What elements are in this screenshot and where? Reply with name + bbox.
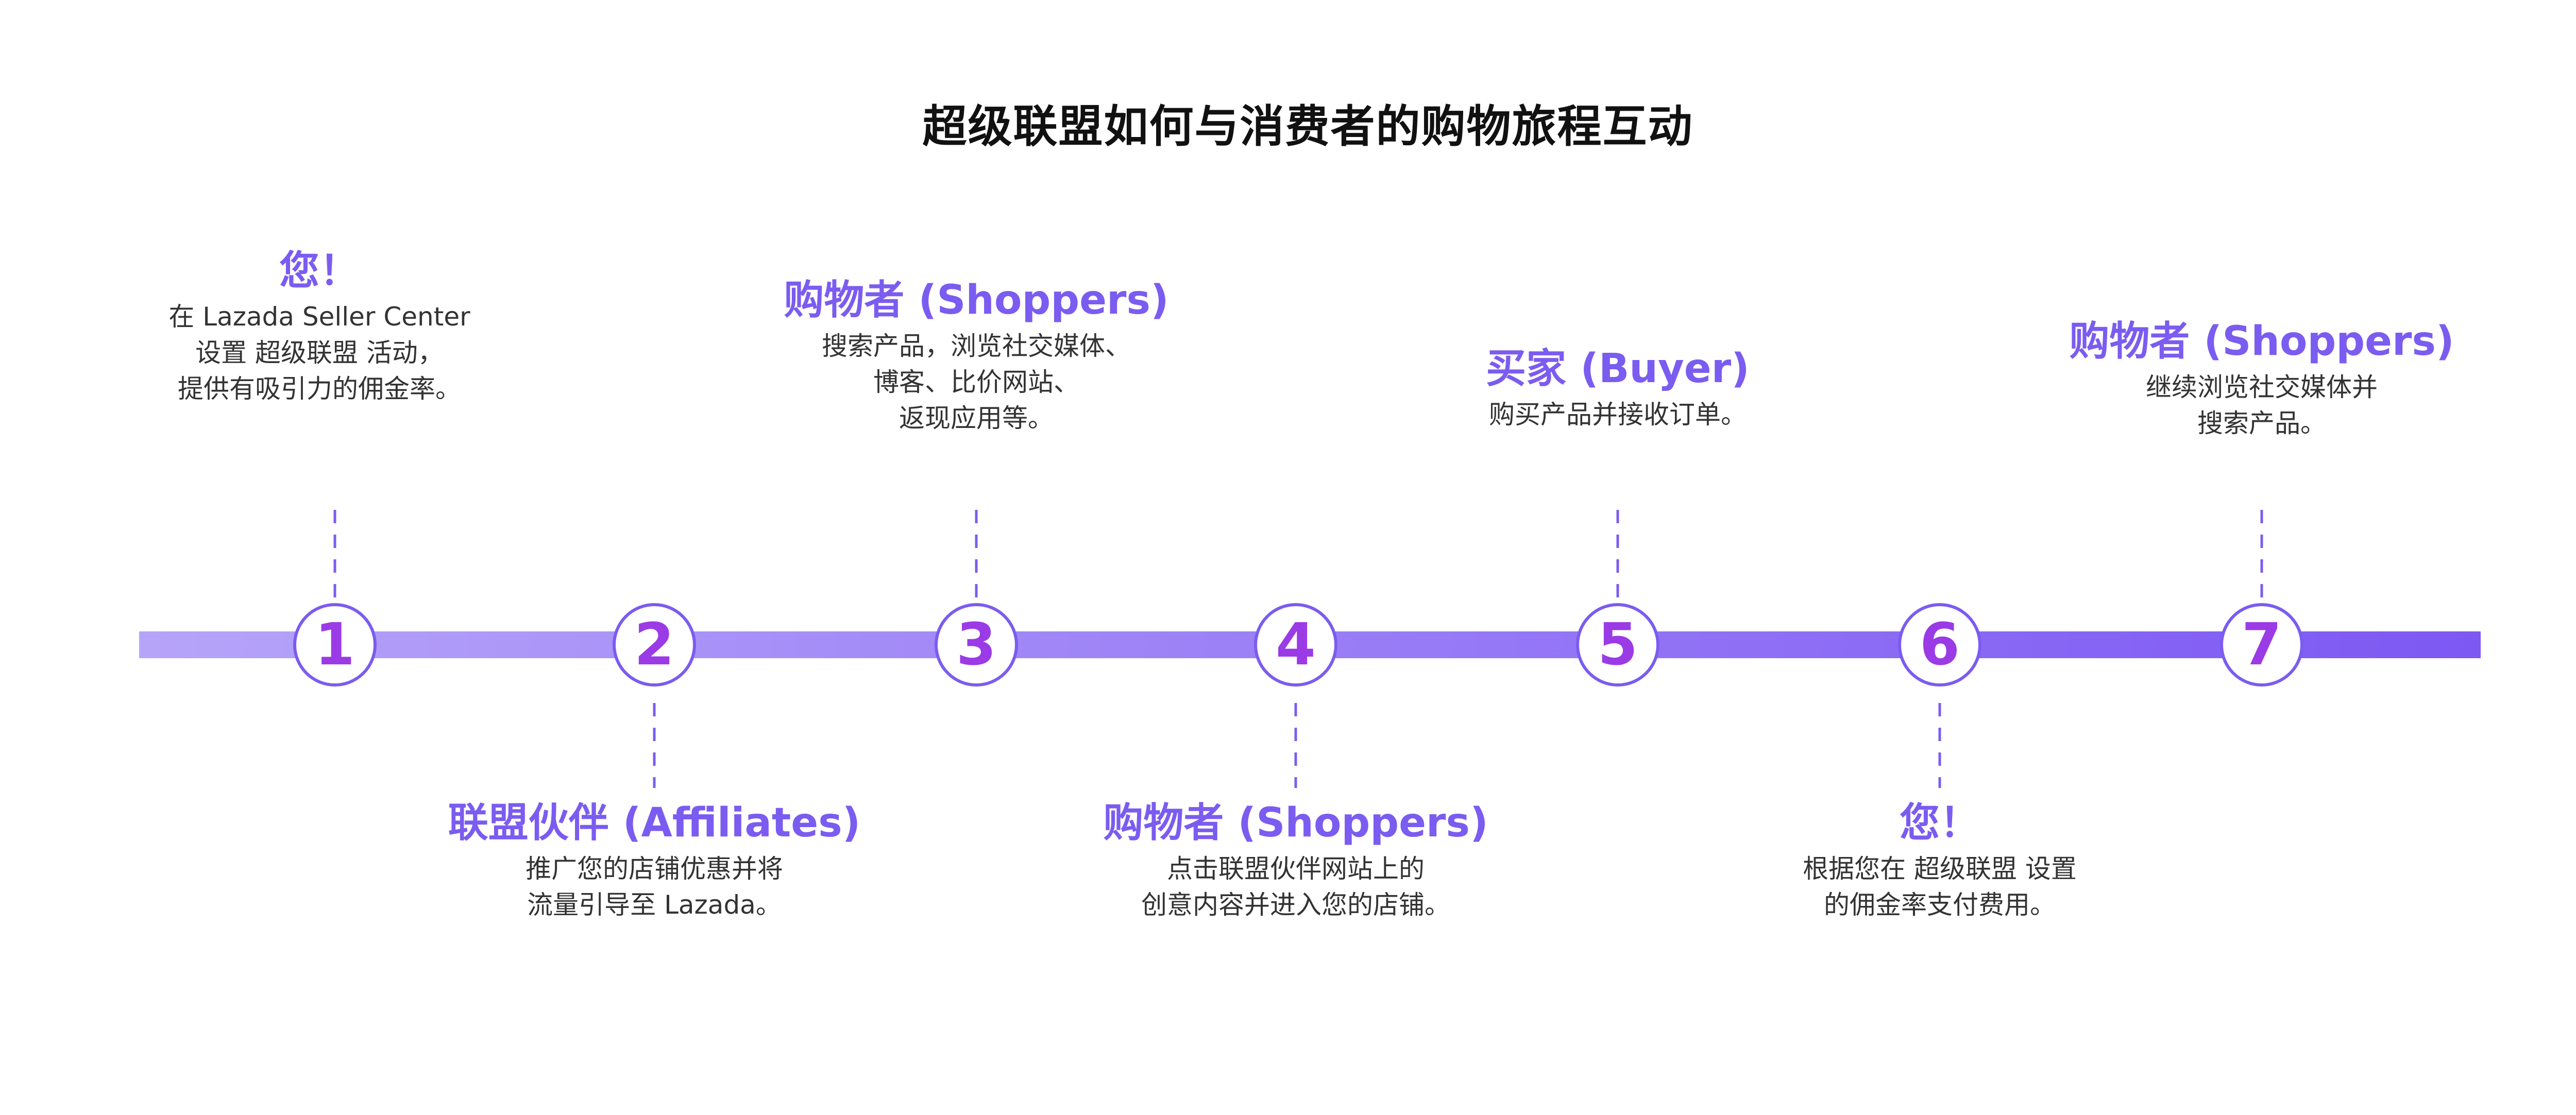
step-7: 7	[2220, 603, 2303, 687]
step-5-circle	[1576, 603, 1659, 687]
step-5-body-line: 购买产品并接收订单。	[1489, 400, 1747, 430]
step-3-circle	[935, 603, 1018, 687]
step-6-text: 您！ 根据您在 超级联盟 设置 的佣金率支付费用。	[1682, 798, 2197, 923]
step-5: 5	[1576, 603, 1659, 687]
step-6-number: 6	[1920, 611, 1960, 678]
step-3-text: 购物者 (Shoppers) 搜索产品，浏览社交媒体、 博客、比价网站、 返现应…	[719, 276, 1234, 436]
step-3-body-line: 返现应用等。	[899, 403, 1054, 433]
step-2-body: 推广您的店铺优惠并将 流量引导至 Lazada。	[397, 851, 912, 923]
step-1: 1	[293, 603, 377, 687]
step-5-text: 买家 (Buyer) 购买产品并接收订单。	[1360, 344, 1875, 433]
step-1-body-line: 设置 超级联盟 活动，	[195, 338, 444, 368]
step-3-body-line: 搜索产品，浏览社交媒体、	[822, 331, 1131, 361]
step-2-circle	[613, 603, 696, 687]
step-6-body: 根据您在 超级联盟 设置 的佣金率支付费用。	[1682, 851, 2197, 923]
page-title: 超级联盟如何与消费者的购物旅程互动	[922, 101, 1693, 152]
step-2: 2	[613, 603, 696, 687]
step-2-body-line: 流量引导至 Lazada。	[527, 890, 782, 920]
step-5-body: 购买产品并接收订单。	[1360, 397, 1875, 433]
step-4-body: 点击联盟伙伴网站上的 创意内容并进入您的店铺。	[1038, 851, 1553, 923]
step-6-heading: 您！	[1899, 800, 1980, 846]
step-1-body-line: 提供有吸引力的佣金率。	[178, 374, 461, 404]
step-6-body-line: 的佣金率支付费用。	[1824, 890, 2056, 920]
step-2-text: 联盟伙伴 (Affiliates) 推广您的店铺优惠并将 流量引导至 Lazad…	[397, 798, 912, 923]
step-6: 6	[1898, 603, 1981, 687]
step-4-heading: 购物者 (Shoppers)	[1103, 800, 1488, 846]
step-7-body-line: 继续浏览社交媒体并	[2146, 372, 2378, 402]
step-3-heading: 购物者 (Shoppers)	[784, 277, 1169, 323]
step-7-circle	[2220, 603, 2303, 687]
step-6-circle	[1898, 603, 1981, 687]
step-7-text: 购物者 (Shoppers) 继续浏览社交媒体并 搜索产品。	[2004, 317, 2519, 441]
step-1-circle	[293, 603, 377, 687]
step-1-body-line: 在 Lazada Seller Center	[168, 302, 470, 332]
step-4-text: 购物者 (Shoppers) 点击联盟伙伴网站上的 创意内容并进入您的店铺。	[1038, 798, 1553, 923]
step-3-body: 搜索产品，浏览社交媒体、 博客、比价网站、 返现应用等。	[719, 328, 1234, 436]
step-3-number: 3	[956, 611, 996, 678]
step-1-heading: 您！	[279, 248, 360, 294]
step-7-heading: 购物者 (Shoppers)	[2069, 318, 2454, 365]
step-1-text: 您！ 在 Lazada Seller Center 设置 超级联盟 活动， 提供…	[62, 246, 577, 407]
step-7-body-line: 搜索产品。	[2197, 408, 2326, 438]
step-2-heading: 联盟伙伴 (Affiliates)	[448, 800, 861, 846]
step-7-number: 7	[2242, 611, 2282, 678]
step-4-body-line: 创意内容并进入您的店铺。	[1141, 890, 1450, 920]
step-1-number: 1	[315, 611, 355, 678]
step-4-circle	[1254, 603, 1337, 687]
step-6-body-line: 根据您在 超级联盟 设置	[1803, 854, 2077, 884]
step-3: 3	[935, 603, 1018, 687]
step-7-body: 继续浏览社交媒体并 搜索产品。	[2004, 369, 2519, 441]
step-4-number: 4	[1276, 611, 1316, 678]
step-1-body: 在 Lazada Seller Center 设置 超级联盟 活动， 提供有吸引…	[62, 299, 577, 407]
step-5-number: 5	[1598, 611, 1638, 678]
step-2-number: 2	[634, 611, 674, 678]
step-4-body-line: 点击联盟伙伴网站上的	[1167, 854, 1425, 884]
step-5-heading: 买家 (Buyer)	[1486, 346, 1750, 392]
step-4: 4	[1254, 603, 1337, 687]
step-2-body-line: 推广您的店铺优惠并将	[526, 854, 783, 884]
step-3-body-line: 博客、比价网站、	[873, 367, 1079, 397]
